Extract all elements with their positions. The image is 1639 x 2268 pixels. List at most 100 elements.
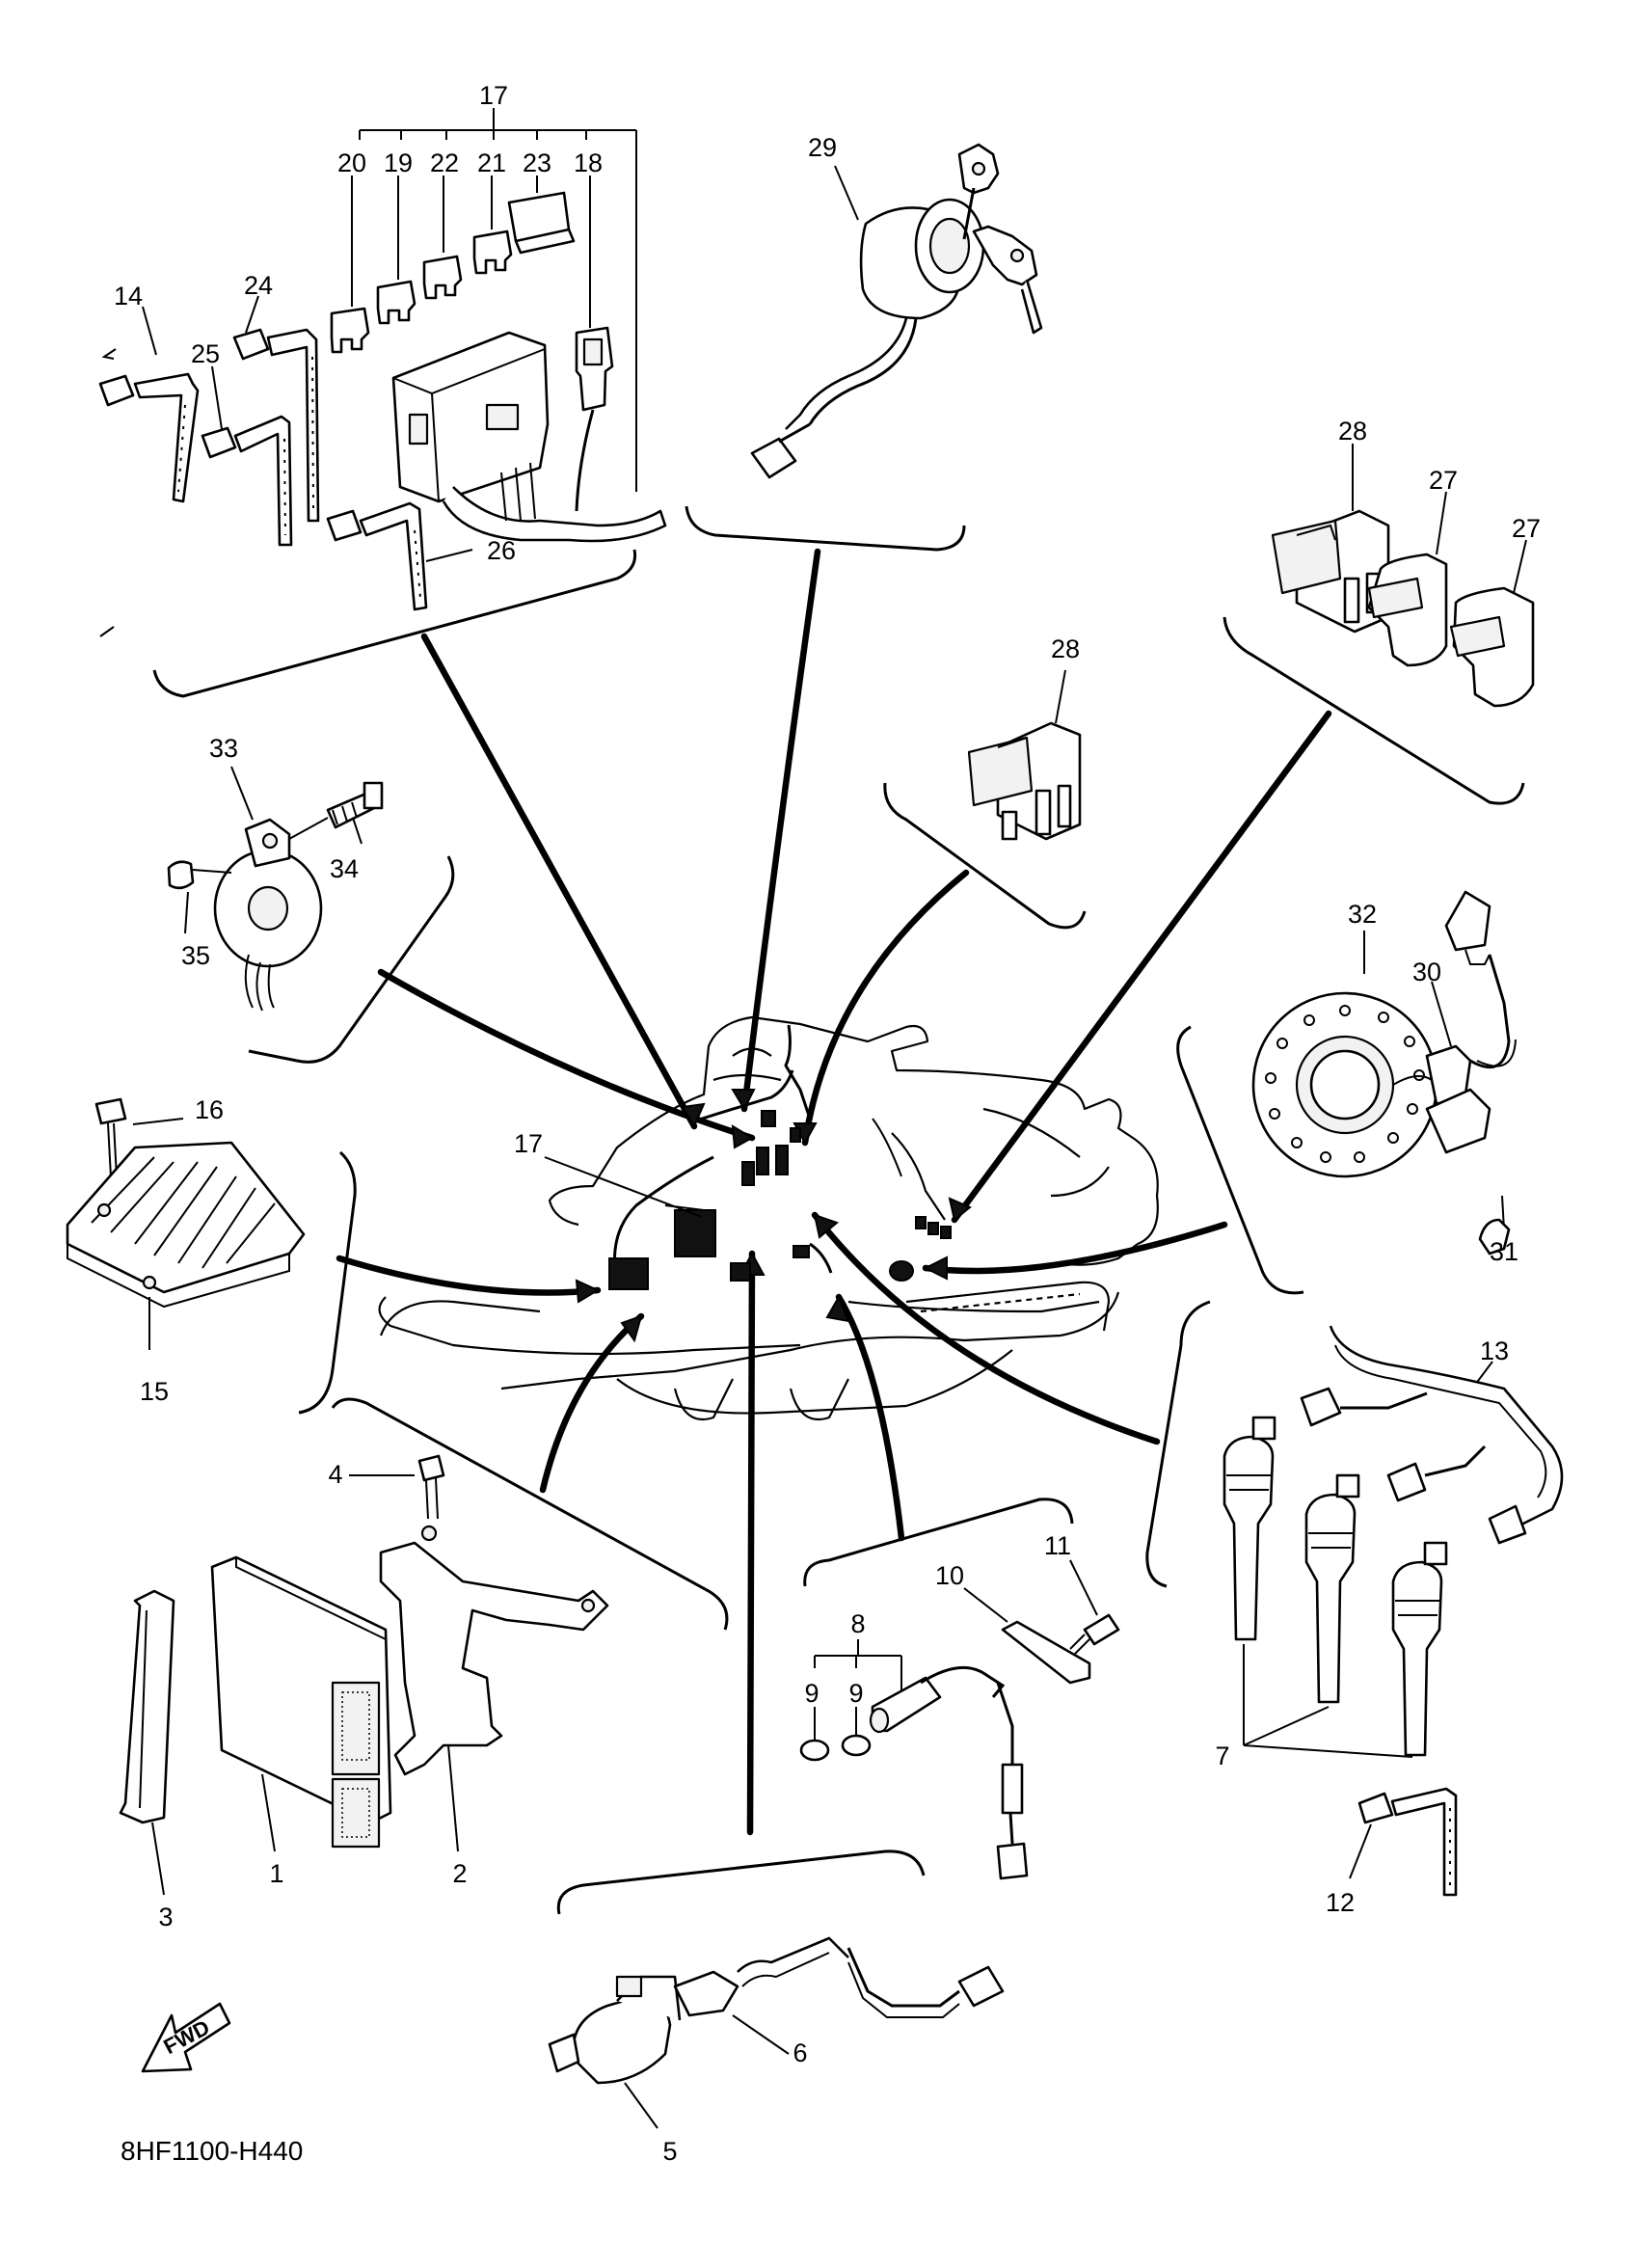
harness-connector [775,1145,789,1175]
pickup-connector [1444,890,1491,952]
plastic-band-24 [266,328,320,523]
callout-27-a: 27 [1429,466,1458,495]
band-head-12 [1357,1792,1394,1824]
relay-group-center [967,669,1082,841]
arrowhead [575,1279,601,1304]
bracket-rectifier [298,1150,357,1415]
sensor-bracket-10 [1001,1620,1091,1685]
callout-9-a: 9 [804,1679,819,1708]
key-head-2 [972,225,1038,286]
fuse-20 [330,307,370,354]
relay-front-center [967,736,1034,807]
arrowhead [825,1294,850,1323]
band-head-14 [98,374,135,407]
plastic-band-25 [233,415,293,547]
central-harness [608,1024,952,1290]
callout-22: 22 [430,148,459,177]
central-fusebox [674,1209,716,1257]
arrowhead [923,1256,948,1281]
central-part [793,1245,810,1258]
horn-center [247,885,289,932]
relay-front [1271,519,1342,595]
fuse-box-group [98,108,667,637]
callout-28-right: 28 [1338,417,1367,446]
callout-19: 19 [384,148,413,177]
leader-fusebox [420,633,698,1130]
ecu-band-3 [119,1589,175,1824]
callout-11: 11 [1044,1531,1071,1560]
callout-3: 3 [158,1903,173,1931]
o-ring-9b [841,1734,872,1757]
callout-20: 20 [337,148,366,177]
relay-group-right [1271,444,1535,708]
leader-speed [835,1293,905,1542]
main-switch-group [750,143,1043,479]
speed-sensor-connector [996,1842,1029,1880]
horn-nut-35 [167,860,195,890]
callout-32: 32 [1348,900,1377,929]
bracket-speed-sensor [803,1498,1074,1587]
callout-27-b: 27 [1512,514,1541,543]
arrowhead [731,1089,756,1112]
coil-connector-c [1488,1504,1527,1545]
harness-wire [809,1242,833,1274]
bracket-pressure-switch [556,1850,926,1915]
callout-17-top: 17 [479,81,508,110]
main-fuse-body [582,338,604,366]
callout-34: 34 [330,854,359,883]
leader-ecu [539,1312,645,1494]
fuse-19 [376,280,416,325]
central-pickup [889,1260,914,1282]
bracket-fusebox [152,549,637,698]
section-brackets [152,505,1525,1915]
pickup-coil-sensor [1425,1088,1491,1154]
arrowhead [948,1197,972,1222]
central-part [761,1110,776,1127]
bracket-horn [248,855,455,1064]
pressure-switch-group [548,1936,1005,2129]
plastic-band-26 [359,501,428,611]
harness-wire [784,1024,812,1120]
coil-connector-a [1300,1387,1342,1427]
ecu-connector-bottom [331,1777,381,1849]
pickup-nut-31 [1478,1218,1511,1256]
plastic-band-14 [133,372,200,503]
harness-wire [613,1155,714,1283]
callout-6: 6 [793,2038,807,2067]
callout-16: 16 [195,1095,224,1124]
spare-fuse-cover-23 [507,191,576,255]
leader-lines [336,548,1332,1836]
callout-labels: 17 20 19 22 21 23 18 14 24 25 26 29 28 2… [114,81,1541,2166]
ignition-coils-group [1223,1325,1564,1897]
diagram-code: 8HF1100-H440 [121,2136,303,2166]
harness-bundle [442,486,667,543]
arrowhead [813,1213,839,1239]
callout-35: 35 [181,941,210,970]
arrowhead [620,1314,643,1343]
harness-connector [741,1161,755,1186]
bracket-pickup-coil [1176,1025,1304,1295]
o-ring-9a [799,1739,830,1762]
arrowhead [681,1102,706,1129]
callout-13: 13 [1480,1336,1509,1365]
rectifier-regulator-15 [66,1141,306,1294]
central-part [790,1127,801,1143]
bracket-ignition-coils [1145,1300,1211,1588]
bracket-relay-center [883,782,1087,930]
key-blade [1020,279,1043,335]
callout-8: 8 [850,1609,865,1638]
central-rectifier [608,1257,649,1290]
central-relay [927,1222,939,1235]
callout-23: 23 [523,148,551,177]
ecu-connector-top [331,1681,381,1776]
rectifier-bolt-16 [94,1097,127,1125]
bracket-ecu [331,1397,729,1631]
fuse-21 [472,230,513,275]
callout-25: 25 [191,339,220,368]
leader-relays-right [951,710,1332,1224]
sub-lead-6-connector [673,1970,739,2017]
band-head-25 [201,426,237,459]
fuse-box-tab [485,403,520,431]
